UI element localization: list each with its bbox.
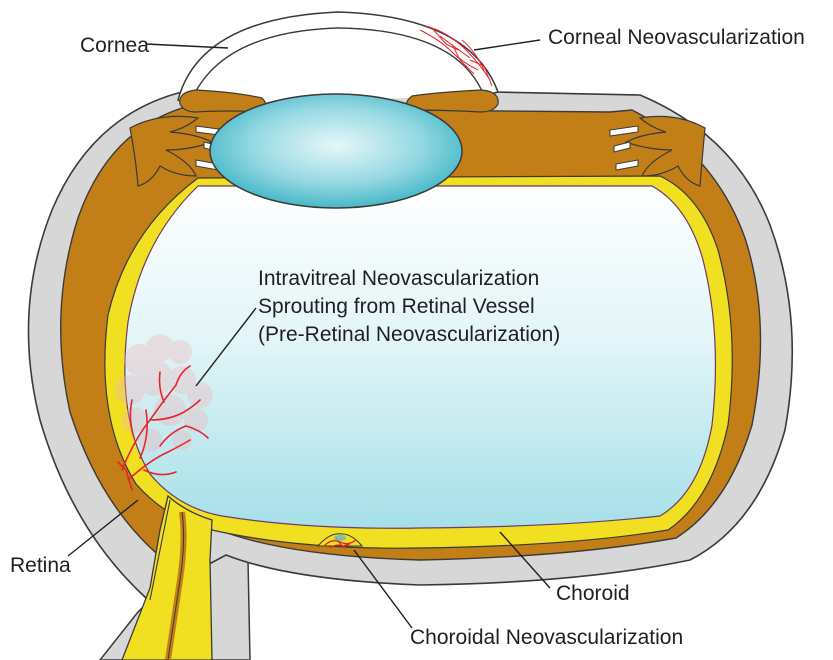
label-retina: Retina <box>10 554 71 577</box>
label-corneal-neovascularization: Corneal Neovascularization <box>548 26 805 49</box>
vitreous-body <box>125 186 716 528</box>
label-intravitreal-line3: (Pre-Retinal Neovascularization) <box>258 323 560 346</box>
label-choroidal-neovascularization: Choroidal Neovascularization <box>410 626 683 649</box>
label-intravitreal-line1: Intravitreal Neovascularization <box>258 267 539 290</box>
label-choroid: Choroid <box>556 582 630 605</box>
label-cornea: Cornea <box>80 34 149 57</box>
label-intravitreal-line2: Sprouting from Retinal Vessel <box>258 295 535 318</box>
leader-corneal-neovascularization <box>474 40 540 50</box>
lens <box>210 94 462 208</box>
